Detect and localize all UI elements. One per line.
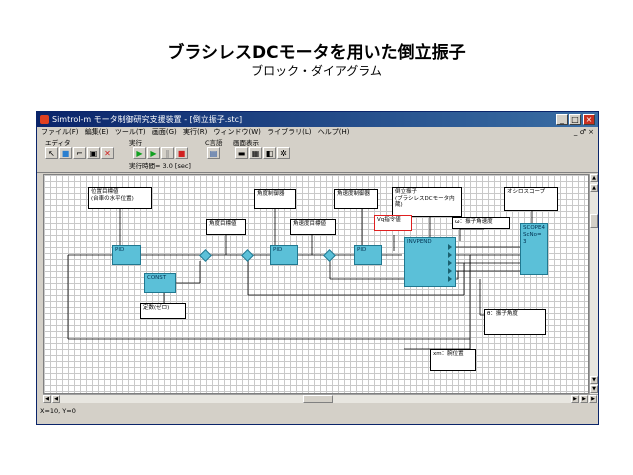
note-position-target[interactable]: 位置目標値 (台車の水平位置) (88, 187, 152, 209)
menu-window[interactable]: ウィンドウ(W) (213, 128, 261, 136)
scroll-down-icon[interactable]: ▼ (590, 385, 598, 393)
output-port-icon (448, 244, 452, 250)
toolbar-group-c: C言語 (205, 139, 223, 147)
note-angle-controller[interactable]: 角度制御器 (254, 189, 296, 209)
menu-file[interactable]: ファイル(F) (41, 128, 79, 136)
menu-bar: ファイル(F) 編集(E) ツール(T) 画面(G) 実行(R) ウィンドウ(W… (37, 127, 598, 137)
settings-gear-icon[interactable]: ✲ (277, 147, 290, 159)
run-time-readout: 実行時間= 3.0 [sec] (129, 162, 191, 170)
scroll-up-icon[interactable]: ▲ (590, 174, 598, 182)
scroll-right-icon[interactable]: ▶ (580, 395, 588, 403)
run-icon[interactable]: ▶ (133, 147, 146, 159)
toolbar-separator (37, 172, 598, 173)
note-omega[interactable]: ω：振子角速度 (452, 217, 510, 229)
note-arm-position[interactable]: xm：腕位置 (430, 349, 476, 371)
view-1-icon[interactable]: ▬ (235, 147, 248, 159)
output-port-icon (448, 276, 452, 282)
note-constant-zero[interactable]: 定数(ゼロ) (140, 303, 186, 319)
view-2-icon[interactable]: ▦ (249, 147, 262, 159)
app-icon (40, 115, 49, 124)
app-window: Simtrol-m モータ制御研究支援装置 - [倒立振子.stc] _ □ ×… (36, 111, 599, 425)
note-angular-velocity-target[interactable]: 角速度目標値 (290, 219, 336, 235)
scope-block-name: SCOPE4 (523, 225, 545, 231)
note-angle-target[interactable]: 角度目標値 (206, 219, 246, 235)
toolbar-group-view: 画面表示 (233, 139, 259, 147)
minimize-button[interactable]: _ (556, 114, 568, 125)
menu-run[interactable]: 実行(R) (182, 128, 208, 136)
status-bar: X=10, Y=0 (40, 407, 76, 415)
window-title: Simtrol-m モータ制御研究支援装置 - [倒立振子.stc] (52, 115, 243, 124)
scroll-down-page-icon[interactable]: ▼ (590, 376, 598, 384)
view-3-icon[interactable]: ◧ (263, 147, 276, 159)
diagram-wires (67, 209, 533, 350)
window-titlebar: Simtrol-m モータ制御研究支援装置 - [倒立振子.stc] _ □ × (37, 112, 598, 127)
c-code-icon[interactable]: ▤ (207, 147, 220, 159)
pid-block-3[interactable]: PID (354, 245, 382, 265)
menu-screen[interactable]: 画面(G) (151, 128, 177, 136)
const-block[interactable]: CONST (144, 273, 176, 293)
scope-block-number: ScNo= 3 (523, 232, 542, 245)
pid-block-1[interactable]: PID (112, 245, 141, 265)
note-tool-icon[interactable]: ▣ (87, 147, 100, 159)
scroll-up-page-icon[interactable]: ▲ (590, 184, 598, 192)
menu-help[interactable]: ヘルプ(H) (317, 128, 350, 136)
note-angular-velocity-controller[interactable]: 角速度制御器 (334, 189, 378, 209)
scroll-right-page-icon[interactable]: ▶ (571, 395, 579, 403)
toolbar-group-editor: エディタ (45, 139, 71, 147)
delete-icon[interactable]: ✕ (101, 147, 114, 159)
note-theta[interactable]: θ：振子角度 (484, 309, 546, 335)
toolbar-group-run: 実行 (129, 139, 142, 147)
menu-library[interactable]: ライブラリ(L) (267, 128, 312, 136)
step-icon[interactable]: ▶ (147, 147, 160, 159)
menu-tools[interactable]: ツール(T) (114, 128, 146, 136)
horizontal-scrollbar[interactable]: ◀ ◀ ▶ ▶ ▶ (43, 394, 598, 403)
vertical-scroll-thumb[interactable] (590, 214, 598, 228)
scope-block[interactable]: SCOPE4 ScNo= 3 (520, 223, 548, 275)
note-oscilloscope[interactable]: オシロスコープ (504, 187, 558, 211)
invpend-block[interactable]: INVPEND (404, 237, 456, 287)
pause-icon[interactable]: ∥ (161, 147, 174, 159)
slide-subtitle: ブロック・ダイアグラム (251, 64, 382, 78)
scroll-left-page-icon[interactable]: ◀ (52, 395, 60, 403)
scroll-end-icon[interactable]: ▶ (589, 395, 597, 403)
close-button[interactable]: × (583, 114, 595, 125)
maximize-button[interactable]: □ (569, 114, 581, 125)
output-port-icon (448, 260, 452, 266)
menu-edit[interactable]: 編集(E) (84, 128, 109, 136)
slide-title: ブラシレスDCモータを用いた倒立振子 (167, 43, 466, 63)
note-inverted-pendulum[interactable]: 倒立振子 (ブラシレスDCモータ内蔵) (392, 187, 462, 217)
pointer-tool-icon[interactable]: ↖ (45, 147, 58, 159)
block-tool-icon[interactable]: ■ (59, 147, 72, 159)
mdi-controls[interactable]: _ ♂ × (573, 128, 594, 136)
output-port-icon (448, 252, 452, 258)
horizontal-scroll-thumb[interactable] (303, 395, 333, 403)
scroll-left-icon[interactable]: ◀ (43, 395, 51, 403)
diagram-canvas[interactable]: 位置目標値 (台車の水平位置) 角度制御器 角速度制御器 倒立振子 (ブラシレス… (43, 174, 589, 394)
wire-tool-icon[interactable]: ⌐ (73, 147, 86, 159)
vertical-scrollbar[interactable]: ▲ ▲ ▼ ▼ (589, 174, 598, 394)
stop-icon[interactable]: ■ (175, 147, 188, 159)
note-vq-command[interactable]: Vq指令値 (374, 215, 412, 231)
output-port-icon (448, 268, 452, 274)
pid-block-2[interactable]: PID (270, 245, 298, 265)
